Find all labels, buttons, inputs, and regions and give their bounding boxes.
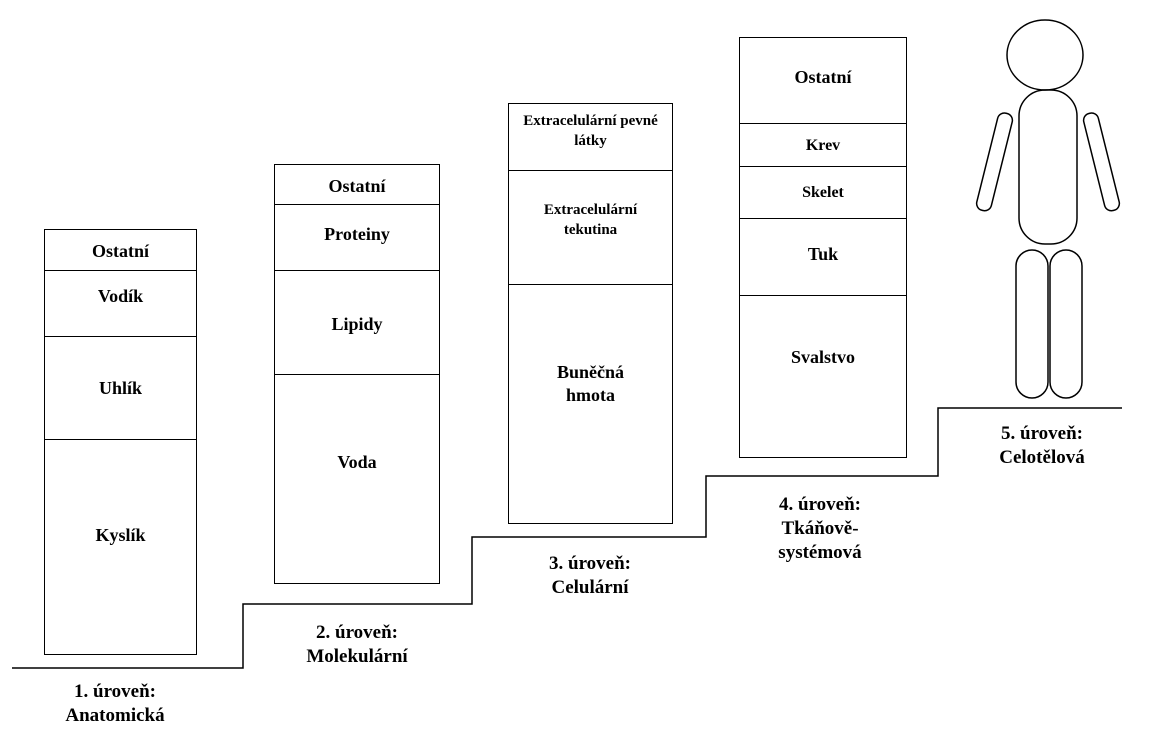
human-figure-icon [975,19,1121,399]
segment-tuk: Tuk [740,218,906,296]
level-2-stack: Ostatní Proteiny Lipidy Voda [274,164,440,584]
level-1-caption: 1. úroveň: Anatomická [65,681,165,726]
segment-uhlik: Uhlík [45,336,196,440]
segment-ostatni: Ostatní [794,67,852,87]
figure-right-arm [1082,112,1121,212]
segment-svalstvo: Svalstvo [740,295,906,457]
segment-vodik: Vodík [45,270,196,337]
figure-left-leg [1015,249,1049,399]
level-4-caption: 4. úroveň: Tkáňově-systémová [778,494,862,563]
segment-kyslik: Kyslík [45,439,196,654]
segment-extracelularni-tekutina: Extracelulární tekutina [509,170,672,285]
figure-left-arm [975,112,1014,212]
level-4-stack: Ostatní Krev Skelet Tuk Svalstvo [739,37,907,458]
segment-ostatni: Ostatní [91,241,149,261]
level-3-caption: 3. úroveň: Celulární [549,553,631,598]
level-3-stack: Extracelulární pevné látky Extracelulárn… [508,103,673,524]
segment-skelet: Skelet [740,166,906,219]
level-1-stack: Ostatní Vodík Uhlík Kyslík [44,229,197,655]
segment-ostatni: Ostatní [328,176,386,196]
segment-krev: Krev [740,123,906,167]
segment-proteiny: Proteiny [275,204,439,271]
segment-lipidy: Lipidy [275,270,439,375]
level-2-caption: 2. úroveň: Molekulární [306,622,408,667]
level-5-caption: 5. úroveň: Celotělová [999,423,1085,468]
segment-bunecna-hmota: Buněčná hmota [509,284,672,523]
figure-right-leg [1049,249,1083,399]
figure-head [1006,19,1084,91]
figure-torso [1018,89,1078,245]
segment-extracelularni-pevne-latky: Extracelulární pevné látky [523,113,658,149]
segment-voda: Voda [275,374,439,583]
staircase-line [12,407,1122,669]
